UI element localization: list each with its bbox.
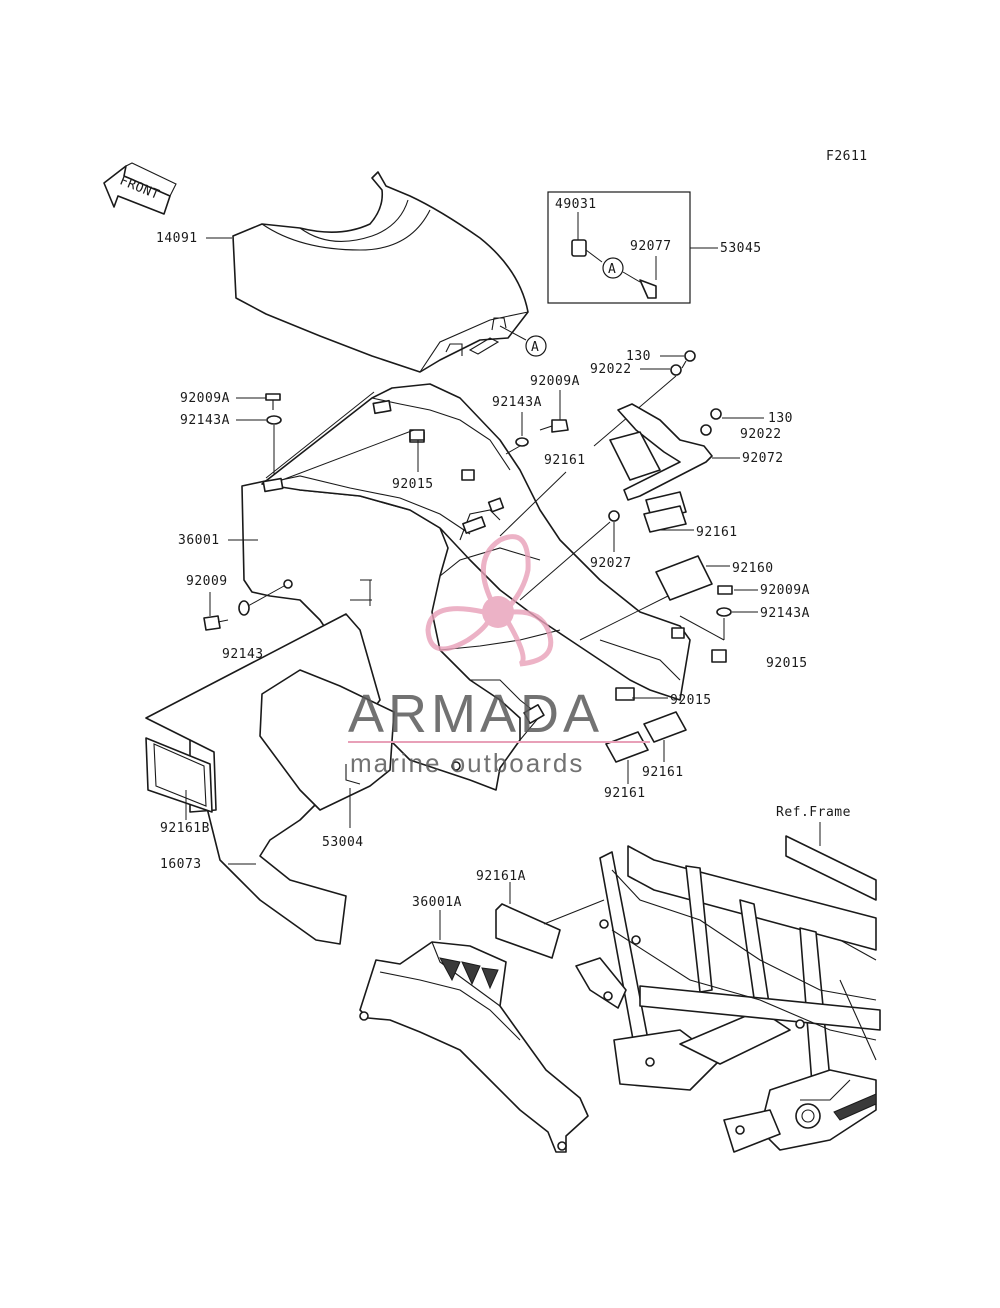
label-group-92015-mid: 92015 xyxy=(265,391,434,492)
label-49031: 49031 xyxy=(555,197,597,212)
label-92009A-right: 92009A xyxy=(760,583,810,598)
part-92161B: 92161B xyxy=(145,737,213,836)
label-53004: 53004 xyxy=(322,835,364,850)
label-14091: 14091 xyxy=(156,231,198,246)
label-92027: 92027 xyxy=(590,556,632,571)
label-92161B: 92161B xyxy=(160,821,210,836)
fasteners-upper-right: 130 92022 130 92022 xyxy=(590,349,793,447)
label-36001A: 36001A xyxy=(412,895,462,910)
label-92161A: 92161A xyxy=(476,869,526,884)
label-92009: 92009 xyxy=(186,574,228,589)
label-92009A-mid: 92009A xyxy=(530,374,580,389)
watermark-tagline: marine outboards xyxy=(350,748,584,778)
label-130-right: 130 xyxy=(768,411,793,426)
label-92161-low1: 92161 xyxy=(642,765,684,780)
watermark-brand: ARMADA xyxy=(348,684,603,744)
label-92009A-left: 92009A xyxy=(180,391,230,406)
part-53004: 53004 xyxy=(259,669,395,850)
label-92022-top: 92022 xyxy=(590,362,632,377)
label-53045: 53045 xyxy=(720,241,762,256)
fasteners-right: 92009A 92143A 92015 92015 xyxy=(632,583,810,708)
part-92161A: 92161A xyxy=(476,869,605,959)
stickers-92161-low: 92161 92161 xyxy=(604,711,687,801)
label-92161-mid: 92161 xyxy=(544,453,586,468)
label-92077: 92077 xyxy=(630,239,672,254)
label-36001: 36001 xyxy=(178,533,220,548)
part-14091-cover xyxy=(232,171,529,373)
svg-text:A: A xyxy=(531,340,539,355)
fasteners-upper-left: 92009A 92143A xyxy=(180,391,282,480)
label-group-92027: 92027 xyxy=(519,510,632,601)
label-92015-low: 92015 xyxy=(670,693,712,708)
inset-box-53045: 49031 92077 53045 A xyxy=(547,191,762,304)
label-16073: 16073 xyxy=(160,857,202,872)
label-92015-mid: 92015 xyxy=(392,477,434,492)
watermark-logo: ARMADA marine outboards xyxy=(348,534,650,778)
label-ref-frame: Ref.Frame xyxy=(776,805,851,820)
propeller-logo-icon xyxy=(425,534,554,667)
fasteners-mid: 92009A 92143A 92161 xyxy=(492,374,586,537)
callout-a-inset: A xyxy=(608,262,616,277)
label-92072: 92072 xyxy=(742,451,784,466)
label-92161-low2: 92161 xyxy=(604,786,646,801)
label-130-top: 130 xyxy=(626,349,651,364)
part-92072-bracket: 92072 92161 xyxy=(609,403,784,540)
label-92161-right: 92161 xyxy=(696,525,738,540)
label-92143A-mid: 92143A xyxy=(492,395,542,410)
label-92160: 92160 xyxy=(732,561,774,576)
callout-a-upper: A xyxy=(499,325,547,357)
part-92160: 92160 xyxy=(579,555,774,641)
label-92143: 92143 xyxy=(222,647,264,662)
label-92143A-left: 92143A xyxy=(180,413,230,428)
front-arrow-icon: FRONT xyxy=(103,162,177,215)
label-92015-right: 92015 xyxy=(766,656,808,671)
ref-frame: Ref.Frame xyxy=(575,805,881,1153)
label-92022-right: 92022 xyxy=(740,427,782,442)
diagram-code: F2611 xyxy=(826,149,868,164)
fasteners-left-low: 92009 92143 xyxy=(186,574,372,662)
part-36001A: 36001A xyxy=(359,895,589,1153)
label-92143A-right: 92143A xyxy=(760,606,810,621)
